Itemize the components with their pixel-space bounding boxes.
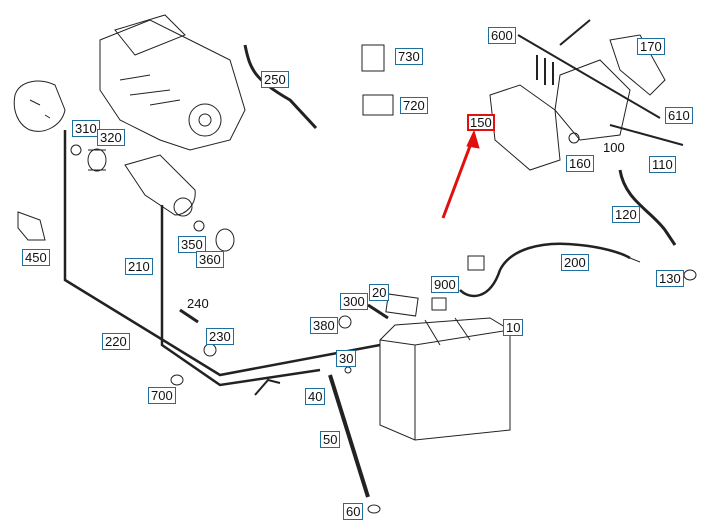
part-170 bbox=[609, 34, 666, 96]
cable-50 bbox=[328, 374, 370, 498]
callout-360[interactable]: 360 bbox=[196, 251, 224, 268]
callout-10[interactable]: 10 bbox=[503, 319, 524, 336]
callout-30[interactable]: 30 bbox=[336, 350, 357, 367]
callout-300[interactable]: 300 bbox=[340, 293, 368, 310]
harness-220 bbox=[63, 130, 381, 377]
part-720 bbox=[362, 94, 394, 116]
callout-600[interactable]: 600 bbox=[488, 27, 516, 44]
battery-10 bbox=[379, 317, 511, 441]
callout-720[interactable]: 720 bbox=[400, 97, 428, 114]
bolt-240 bbox=[179, 308, 199, 324]
tray-150 bbox=[489, 84, 561, 171]
callout-160[interactable]: 160 bbox=[566, 155, 594, 172]
callout-250[interactable]: 250 bbox=[261, 71, 289, 88]
callout-900[interactable]: 900 bbox=[431, 276, 459, 293]
line-600 bbox=[517, 34, 661, 119]
highlight-arrow bbox=[441, 129, 480, 219]
callout-170[interactable]: 170 bbox=[637, 38, 665, 55]
callout-450[interactable]: 450 bbox=[22, 249, 50, 266]
cover-20 bbox=[385, 293, 419, 317]
bolt-300 bbox=[367, 303, 389, 320]
bracket-450 bbox=[17, 211, 46, 241]
part-900 bbox=[431, 297, 447, 311]
starter-illustration bbox=[124, 154, 196, 217]
nut-380 bbox=[338, 315, 352, 329]
cable-200 bbox=[459, 242, 631, 298]
callout-50[interactable]: 50 bbox=[320, 431, 341, 448]
bushing-700 bbox=[170, 374, 184, 386]
callout-350[interactable]: 350 bbox=[178, 236, 206, 253]
callout-150-highlighted[interactable]: 150 bbox=[467, 114, 495, 131]
callout-60[interactable]: 60 bbox=[343, 503, 364, 520]
callout-310[interactable]: 310 bbox=[72, 120, 100, 137]
cap-130 bbox=[683, 269, 697, 281]
harness-210 bbox=[160, 205, 321, 387]
engine-illustration bbox=[99, 14, 246, 151]
callout-200[interactable]: 200 bbox=[561, 254, 589, 271]
callout-320[interactable]: 320 bbox=[97, 129, 125, 146]
callout-120[interactable]: 120 bbox=[612, 206, 640, 223]
clip-230 bbox=[203, 343, 217, 357]
bushing-320 bbox=[87, 148, 107, 172]
cable-250 bbox=[243, 44, 318, 130]
callout-210[interactable]: 210 bbox=[125, 258, 153, 275]
callout-700[interactable]: 700 bbox=[148, 387, 176, 404]
cable-120 bbox=[618, 169, 677, 246]
callout-40[interactable]: 40 bbox=[305, 388, 326, 405]
callout-220[interactable]: 220 bbox=[102, 333, 130, 350]
callout-130[interactable]: 130 bbox=[656, 270, 684, 287]
callout-730[interactable]: 730 bbox=[395, 48, 423, 65]
callout-110[interactable]: 110 bbox=[649, 156, 676, 173]
part-730 bbox=[361, 44, 385, 72]
bushing-360 bbox=[215, 228, 235, 252]
callout-380[interactable]: 380 bbox=[310, 317, 338, 334]
nut-310 bbox=[70, 144, 82, 156]
alternator-illustration bbox=[13, 80, 66, 132]
label-100: 100 bbox=[603, 140, 625, 155]
label-240: 240 bbox=[187, 296, 209, 311]
callout-20[interactable]: 20 bbox=[369, 284, 390, 301]
nut-350 bbox=[193, 220, 205, 232]
callout-610[interactable]: 610 bbox=[665, 107, 693, 124]
cap-60 bbox=[367, 504, 381, 514]
callout-230[interactable]: 230 bbox=[206, 328, 234, 345]
